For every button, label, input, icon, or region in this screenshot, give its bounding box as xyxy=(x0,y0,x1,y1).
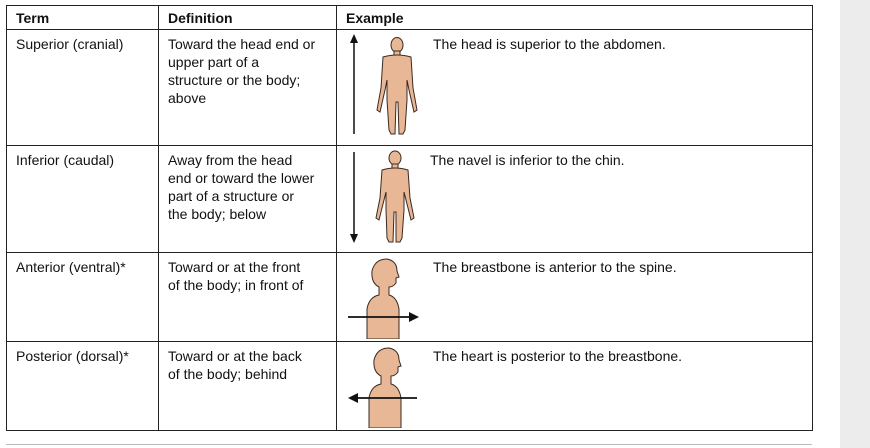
definition-cell: Toward or at the front of the body; in f… xyxy=(158,252,337,342)
table-header-row: Term Definition Example xyxy=(6,5,813,30)
example-text: The head is superior to the abdomen. xyxy=(433,36,666,52)
profile-forward-arrow-icon xyxy=(348,258,419,339)
definition-line: the body; below xyxy=(168,206,267,222)
definition-line: end or toward the lower xyxy=(168,170,315,186)
header-example: Example xyxy=(336,5,813,30)
definition-line: Away from the head xyxy=(168,152,293,168)
definition-line: Toward or at the front xyxy=(168,259,301,275)
example-cell: The navel is inferior to the chin. xyxy=(336,145,813,253)
definition-line: Toward or at the back xyxy=(168,348,302,364)
term-cell: Superior (cranial) xyxy=(6,29,159,146)
example-text: The heart is posterior to the breastbone… xyxy=(433,348,683,364)
definition-line: of the body; in front of xyxy=(168,277,304,293)
definition-line: above xyxy=(168,90,207,106)
term-cell: Posterior (dorsal)* xyxy=(6,341,159,431)
upward-arrow-figure-icon xyxy=(350,34,418,135)
definition-line: part of a structure or xyxy=(168,188,295,204)
profile-backward-arrow-icon xyxy=(348,347,417,428)
table-row-posterior: Posterior (dorsal)* Toward or at the bac… xyxy=(6,341,813,431)
definition-line: of the body; behind xyxy=(168,366,288,382)
term-cell: Inferior (caudal) xyxy=(6,145,159,253)
directional-terms-table: Term Definition Example Superior (crania… xyxy=(6,5,813,431)
page-bottom-rule xyxy=(6,444,812,445)
definition-cell: Away from the head end or toward the low… xyxy=(158,145,337,253)
example-text: The breastbone is anterior to the spine. xyxy=(433,259,677,275)
header-term: Term xyxy=(6,5,159,30)
table-row-superior: Superior (cranial) Toward the head end o… xyxy=(6,29,813,146)
table-row-anterior: Anterior (ventral)* Toward or at the fro… xyxy=(6,252,813,342)
downward-arrow-figure-icon xyxy=(350,150,415,243)
example-cell: The heart is posterior to the breastbone… xyxy=(336,341,813,431)
table-row-inferior: Inferior (caudal) Away from the head end… xyxy=(6,145,813,253)
example-cell: The breastbone is anterior to the spine. xyxy=(336,252,813,342)
example-text: The navel is inferior to the chin. xyxy=(430,152,625,168)
definition-line: Toward the head end or xyxy=(168,36,316,52)
definition-cell: Toward or at the back of the body; behin… xyxy=(158,341,337,431)
definition-line: upper part of a xyxy=(168,54,260,70)
page-margin-strip xyxy=(840,0,870,448)
header-definition: Definition xyxy=(158,5,337,30)
example-cell: The head is superior to the abdomen. xyxy=(336,29,813,146)
term-cell: Anterior (ventral)* xyxy=(6,252,159,342)
definition-line: structure or the body; xyxy=(168,72,301,88)
definition-cell: Toward the head end or upper part of a s… xyxy=(158,29,337,146)
